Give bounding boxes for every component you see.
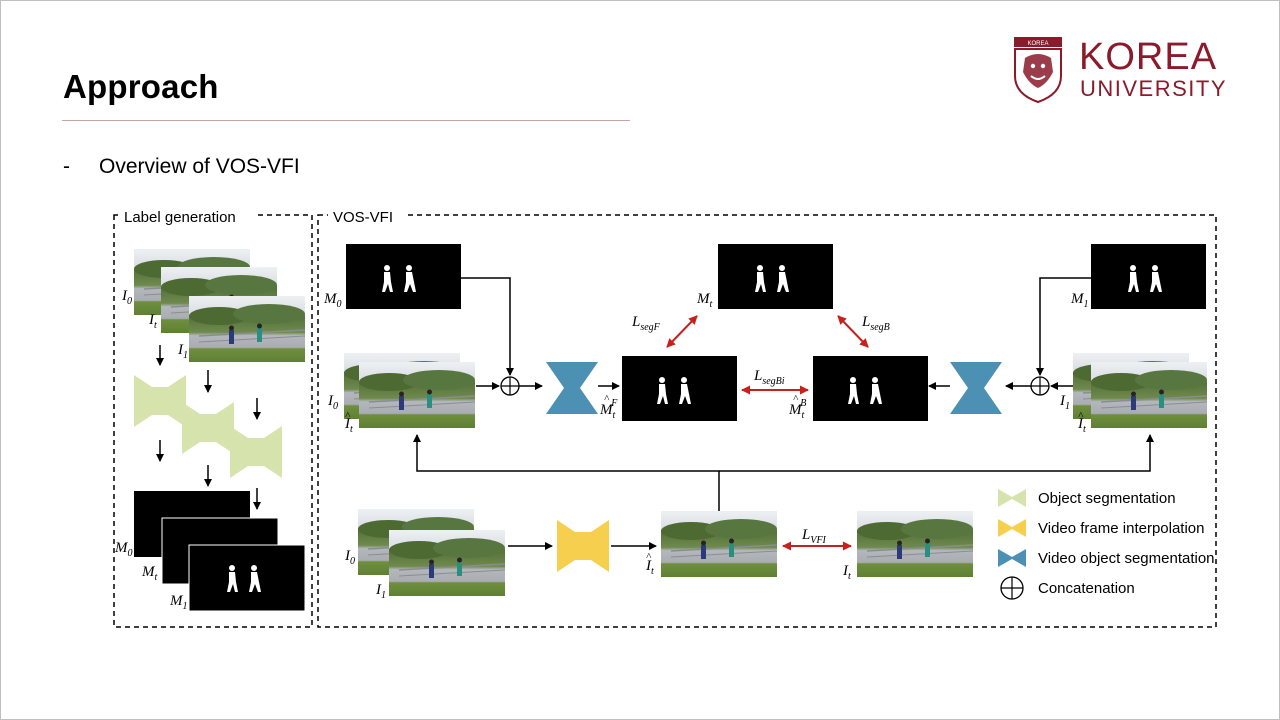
loss-segb-arrow xyxy=(837,315,869,348)
bowtie-icon xyxy=(998,549,1026,567)
label-it: It xyxy=(148,312,157,331)
frame-it-ground-truth xyxy=(856,510,974,578)
svg-text:KOREA: KOREA xyxy=(1027,41,1048,47)
label-generation-title: Label generation xyxy=(124,209,236,226)
label-loss-segbi: LsegBi xyxy=(753,368,785,387)
label-mt-backward: MtB xyxy=(788,398,806,421)
svg-text:^: ^ xyxy=(604,393,610,405)
legend-item-object-segmentation: Object segmentation xyxy=(998,489,1176,507)
mask-m1-input xyxy=(1091,244,1206,309)
label-it-ground-truth: It xyxy=(842,563,851,582)
label-loss-segf: LsegF xyxy=(631,314,661,333)
label-loss-segb: LsegB xyxy=(861,314,890,333)
svg-text:^: ^ xyxy=(646,551,652,563)
title-divider xyxy=(62,120,630,121)
vos-vfi-title: VOS-VFI xyxy=(333,209,393,226)
loss-segf-arrow xyxy=(666,315,698,348)
vos-network-backward xyxy=(950,362,1002,414)
label-i1: I1 xyxy=(177,342,188,361)
legend: Object segmentation Video frame interpol… xyxy=(998,489,1215,600)
mask-mt-forward-pred xyxy=(622,356,737,421)
legend-item-video-object-segmentation: Video object segmentation xyxy=(998,549,1215,567)
label-m0-input: M0 xyxy=(323,291,342,310)
mask-m1 xyxy=(188,544,306,612)
object-segmentation-network-0 xyxy=(134,375,186,427)
bowtie-icon xyxy=(998,519,1026,537)
svg-text:Concatenation: Concatenation xyxy=(1038,580,1135,597)
frame-i1-thumbnail xyxy=(188,295,306,363)
university-crest-icon: KOREA xyxy=(1014,37,1062,104)
label-it-hat-right: It xyxy=(1077,416,1086,435)
concat-left-icon xyxy=(500,376,520,396)
mask-mt-backward-pred xyxy=(813,356,928,421)
bullet-text: Overview of VOS-VFI xyxy=(99,155,300,178)
object-segmentation-network-t xyxy=(182,402,234,454)
logo-text-university: UNIVERSITY xyxy=(1080,76,1228,101)
frame-i0-i1-vfi-input xyxy=(388,529,506,597)
vfi-network xyxy=(557,520,609,572)
label-m0: M0 xyxy=(114,540,133,559)
legend-item-video-frame-interpolation: Video frame interpolation xyxy=(998,519,1205,537)
label-i0-input: I0 xyxy=(327,393,338,412)
vos-network-forward xyxy=(546,362,598,414)
slide-title: Approach xyxy=(63,68,219,105)
label-mt-forward: MtF xyxy=(599,398,618,421)
university-logo: KOREA KOREA UNIVERSITY xyxy=(1013,36,1238,108)
label-m1-input: M1 xyxy=(1070,291,1089,310)
bowtie-icon xyxy=(998,489,1026,507)
label-it-interpolated: It xyxy=(645,558,654,577)
legend-item-concatenation: Concatenation xyxy=(1000,576,1135,600)
svg-text:Object segmentation: Object segmentation xyxy=(1038,490,1176,507)
mask-mt-target xyxy=(718,244,833,309)
label-loss-vfi: LVFI xyxy=(801,527,827,546)
frame-it-interpolated xyxy=(660,510,778,578)
svg-text:^: ^ xyxy=(793,393,799,405)
concat-right-icon xyxy=(1030,376,1050,396)
object-segmentation-network-1 xyxy=(230,426,282,478)
label-it-hat-left: It xyxy=(344,416,353,435)
frame-i1-it-input xyxy=(1090,361,1208,429)
label-i1-input: I1 xyxy=(1059,393,1070,412)
svg-text:^: ^ xyxy=(1078,410,1084,422)
bullet-marker: - xyxy=(63,155,70,178)
label-i0: I0 xyxy=(121,288,132,307)
label-mt: Mt xyxy=(141,564,158,583)
svg-text:^: ^ xyxy=(345,410,351,422)
label-i0-vfi: I0 xyxy=(344,548,355,567)
frame-i0-it-input xyxy=(358,361,476,429)
vos-vfi-panel xyxy=(317,214,1217,628)
mask-m0-input xyxy=(346,244,461,309)
label-m1: M1 xyxy=(169,593,188,612)
logo-text-korea: KOREA xyxy=(1079,36,1218,78)
svg-text:Video frame interpolation: Video frame interpolation xyxy=(1038,520,1205,537)
label-i1-vfi: I1 xyxy=(375,582,386,601)
label-mt-target: Mt xyxy=(696,291,713,310)
svg-text:Video object segmentation: Video object segmentation xyxy=(1038,550,1215,567)
